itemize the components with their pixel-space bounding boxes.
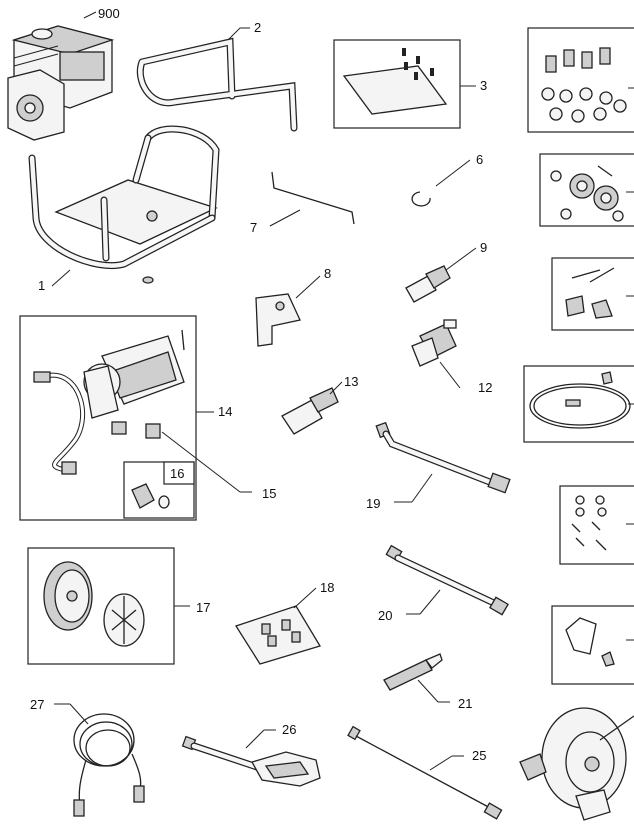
callout-2: 2 xyxy=(254,20,261,35)
callout-27: 27 xyxy=(30,697,44,712)
leader-9 xyxy=(445,247,477,271)
callout-19: 19 xyxy=(366,496,380,511)
callout-7: 7 xyxy=(250,220,257,235)
leader-12 xyxy=(439,361,461,389)
fitting-part-13[interactable] xyxy=(281,387,339,435)
leader-7 xyxy=(269,209,301,227)
callout-18: 18 xyxy=(320,580,334,595)
label-box-16 xyxy=(163,461,195,485)
callout-20: 20 xyxy=(378,608,392,623)
leader-18 xyxy=(293,587,317,609)
callout-9: 9 xyxy=(480,240,487,255)
kit-box-bracket xyxy=(551,605,634,685)
callout-12: 12 xyxy=(478,380,492,395)
extension-wand-part-20[interactable] xyxy=(385,544,509,616)
wand-part-19[interactable] xyxy=(375,421,511,494)
kit-box-knobs xyxy=(551,257,634,331)
rod-part-7[interactable] xyxy=(271,171,355,225)
leader-8 xyxy=(295,275,321,299)
callout-16: 16 xyxy=(170,466,184,481)
leader-6 xyxy=(435,159,471,187)
leader-21 xyxy=(417,679,439,703)
leader-2 xyxy=(227,27,241,41)
callout-8: 8 xyxy=(324,266,331,281)
nozzle-part-21[interactable] xyxy=(383,653,443,691)
engine-part-900[interactable] xyxy=(7,25,115,141)
hose-reel-part[interactable] xyxy=(519,707,634,821)
spray-gun-part-26[interactable] xyxy=(181,735,321,787)
frame-part-1[interactable] xyxy=(28,125,220,284)
nut-kit-part-16[interactable] xyxy=(131,483,170,509)
pump-assembly-part-14[interactable] xyxy=(33,329,185,475)
handle-knobs-kit[interactable] xyxy=(565,267,615,319)
wheel-part-17[interactable] xyxy=(43,561,145,647)
screws-washers-kit[interactable] xyxy=(571,495,607,551)
callout-13: 13 xyxy=(344,374,358,389)
callout-26: 26 xyxy=(282,722,296,737)
o-ring-kit[interactable] xyxy=(529,371,631,429)
leader-25 xyxy=(429,755,453,771)
e-clip-part-6[interactable] xyxy=(411,191,431,207)
callout-15: 15 xyxy=(262,486,276,501)
handle-part-2[interactable] xyxy=(136,37,298,132)
callout-6: 6 xyxy=(476,152,483,167)
fitting-part-9[interactable] xyxy=(405,265,451,303)
callout-14: 14 xyxy=(218,404,232,419)
callout-3: 3 xyxy=(480,78,487,93)
callout-25: 25 xyxy=(472,748,486,763)
callout-21: 21 xyxy=(458,696,472,711)
bracket-bolt-kit-3[interactable] xyxy=(342,48,448,115)
leader-900 xyxy=(83,11,97,19)
wand-part-25[interactable] xyxy=(347,725,503,820)
hose-part-27[interactable] xyxy=(73,713,145,817)
leader-15 xyxy=(161,431,241,493)
wheel-hardware-kit[interactable] xyxy=(550,165,624,222)
isolator-nuts-kit[interactable] xyxy=(541,47,627,123)
leader-26 xyxy=(245,729,265,749)
callout-900: 900 xyxy=(98,6,120,21)
callout-17: 17 xyxy=(196,600,210,615)
valve-part-12[interactable] xyxy=(411,319,457,367)
nozzle-bag-part-18[interactable] xyxy=(235,605,321,665)
bracket-clip-kit[interactable] xyxy=(565,617,615,667)
leader-13 xyxy=(329,381,343,395)
leader-1 xyxy=(51,269,71,287)
callout-1: 1 xyxy=(38,278,45,293)
bracket-part-8[interactable] xyxy=(255,293,301,347)
